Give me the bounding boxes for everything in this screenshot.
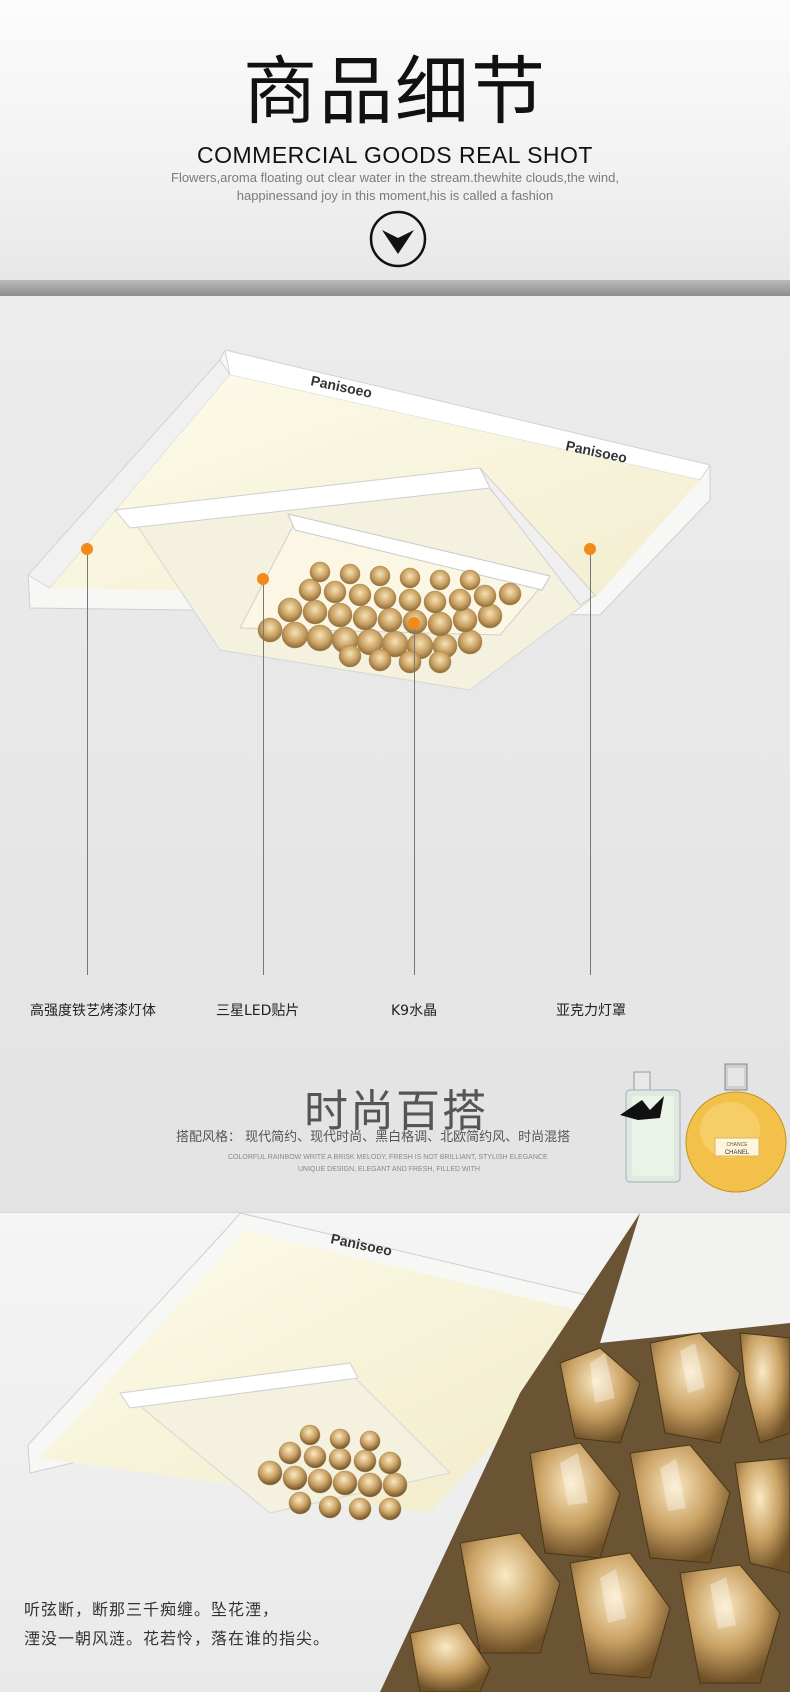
style-tagline-1: COLORFUL RAINBOW WRITE A BRISK MELODY, F…	[228, 1154, 548, 1161]
bow-ribbon	[620, 1096, 664, 1120]
callout-label-frame: 高强度铁艺烤漆灯体	[30, 1003, 156, 1019]
callout-label-acrylic: 亚克力灯罩	[556, 1003, 626, 1019]
poem-line-1: 听弦断，断那三千痴缠。坠花湮，	[24, 1600, 280, 1619]
callout-line-led	[263, 585, 264, 975]
callout-line-frame	[87, 555, 88, 975]
chevron-down-circle-icon[interactable]	[369, 210, 427, 268]
callout-line-crystal	[414, 629, 415, 975]
poem-line-2: 湮没一朝风涟。花若怜，落在谁的指尖。	[24, 1629, 331, 1648]
lamp-closeup-image: Panisoeo	[27, 1213, 790, 1692]
callout-dot-acrylic[interactable]	[584, 543, 596, 555]
callout-dot-crystal[interactable]	[408, 617, 420, 629]
style-tagline-2: UNIQUE DESIGN, ELEGANT AND FRESH, FILLED…	[298, 1166, 480, 1173]
style-subtitle: 搭配风格： 现代简约、现代时尚、黑白格调、北欧简约风、时尚混搭	[176, 1130, 571, 1145]
callout-dot-led[interactable]	[257, 573, 269, 585]
header-section: 商品细节 COMMERCIAL GOODS REAL SHOT Flowers,…	[0, 0, 790, 296]
callout-line-acrylic	[590, 555, 591, 975]
perfume-brand: CHANEL	[725, 1150, 750, 1156]
tagline-line-1: Flowers,aroma floating out clear water i…	[171, 170, 619, 185]
page-title: 商品细节	[243, 49, 547, 135]
lamp-closeup-banner: Panisoeo	[0, 1213, 790, 1692]
header-divider-bar	[0, 280, 790, 296]
page-subtitle: COMMERCIAL GOODS REAL SHOT	[197, 142, 593, 168]
closeup-crystals	[409, 1332, 790, 1692]
perfume-bottles-image: CHANCE CHANEL	[620, 1063, 787, 1193]
ceiling-lamp-image: Panisoeo Panisoeo	[27, 350, 711, 691]
callout-dot-frame[interactable]	[81, 543, 93, 555]
perfume-label: CHANCE	[726, 1142, 748, 1148]
style-title: 时尚百搭	[304, 1086, 488, 1137]
callout-label-led: 三星LED贴片	[216, 1003, 300, 1019]
tagline-line-2: happinessand joy in this moment,his is c…	[236, 188, 554, 203]
callout-label-crystal: K9水晶	[391, 1003, 438, 1019]
crystal-cluster	[257, 561, 522, 674]
